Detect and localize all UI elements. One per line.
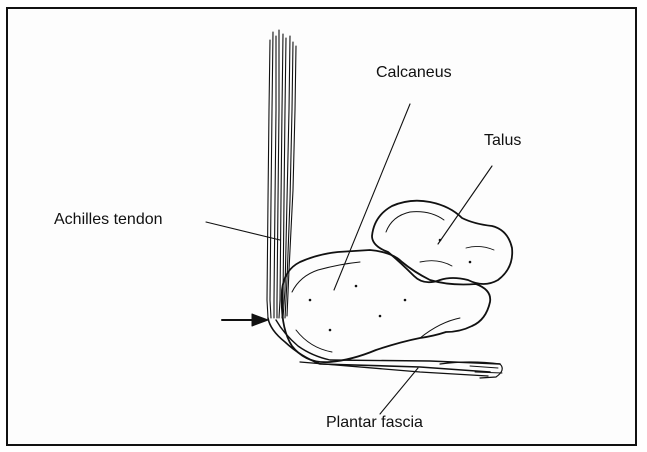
calcaneus-bone bbox=[282, 250, 491, 362]
right-arrow-icon bbox=[222, 314, 268, 326]
achilles-leader bbox=[206, 222, 280, 240]
talus-label: Talus bbox=[484, 132, 521, 150]
plantar-leader bbox=[380, 368, 418, 414]
achilles-tendon-label: Achilles tendon bbox=[54, 211, 163, 229]
achilles-tendon bbox=[267, 30, 296, 318]
talus-leader bbox=[438, 166, 492, 244]
leader-lines bbox=[206, 104, 492, 414]
calcaneus-label: Calcaneus bbox=[376, 64, 452, 82]
talus-bone bbox=[372, 201, 512, 284]
plantar-fascia-label: Plantar fascia bbox=[326, 414, 423, 432]
